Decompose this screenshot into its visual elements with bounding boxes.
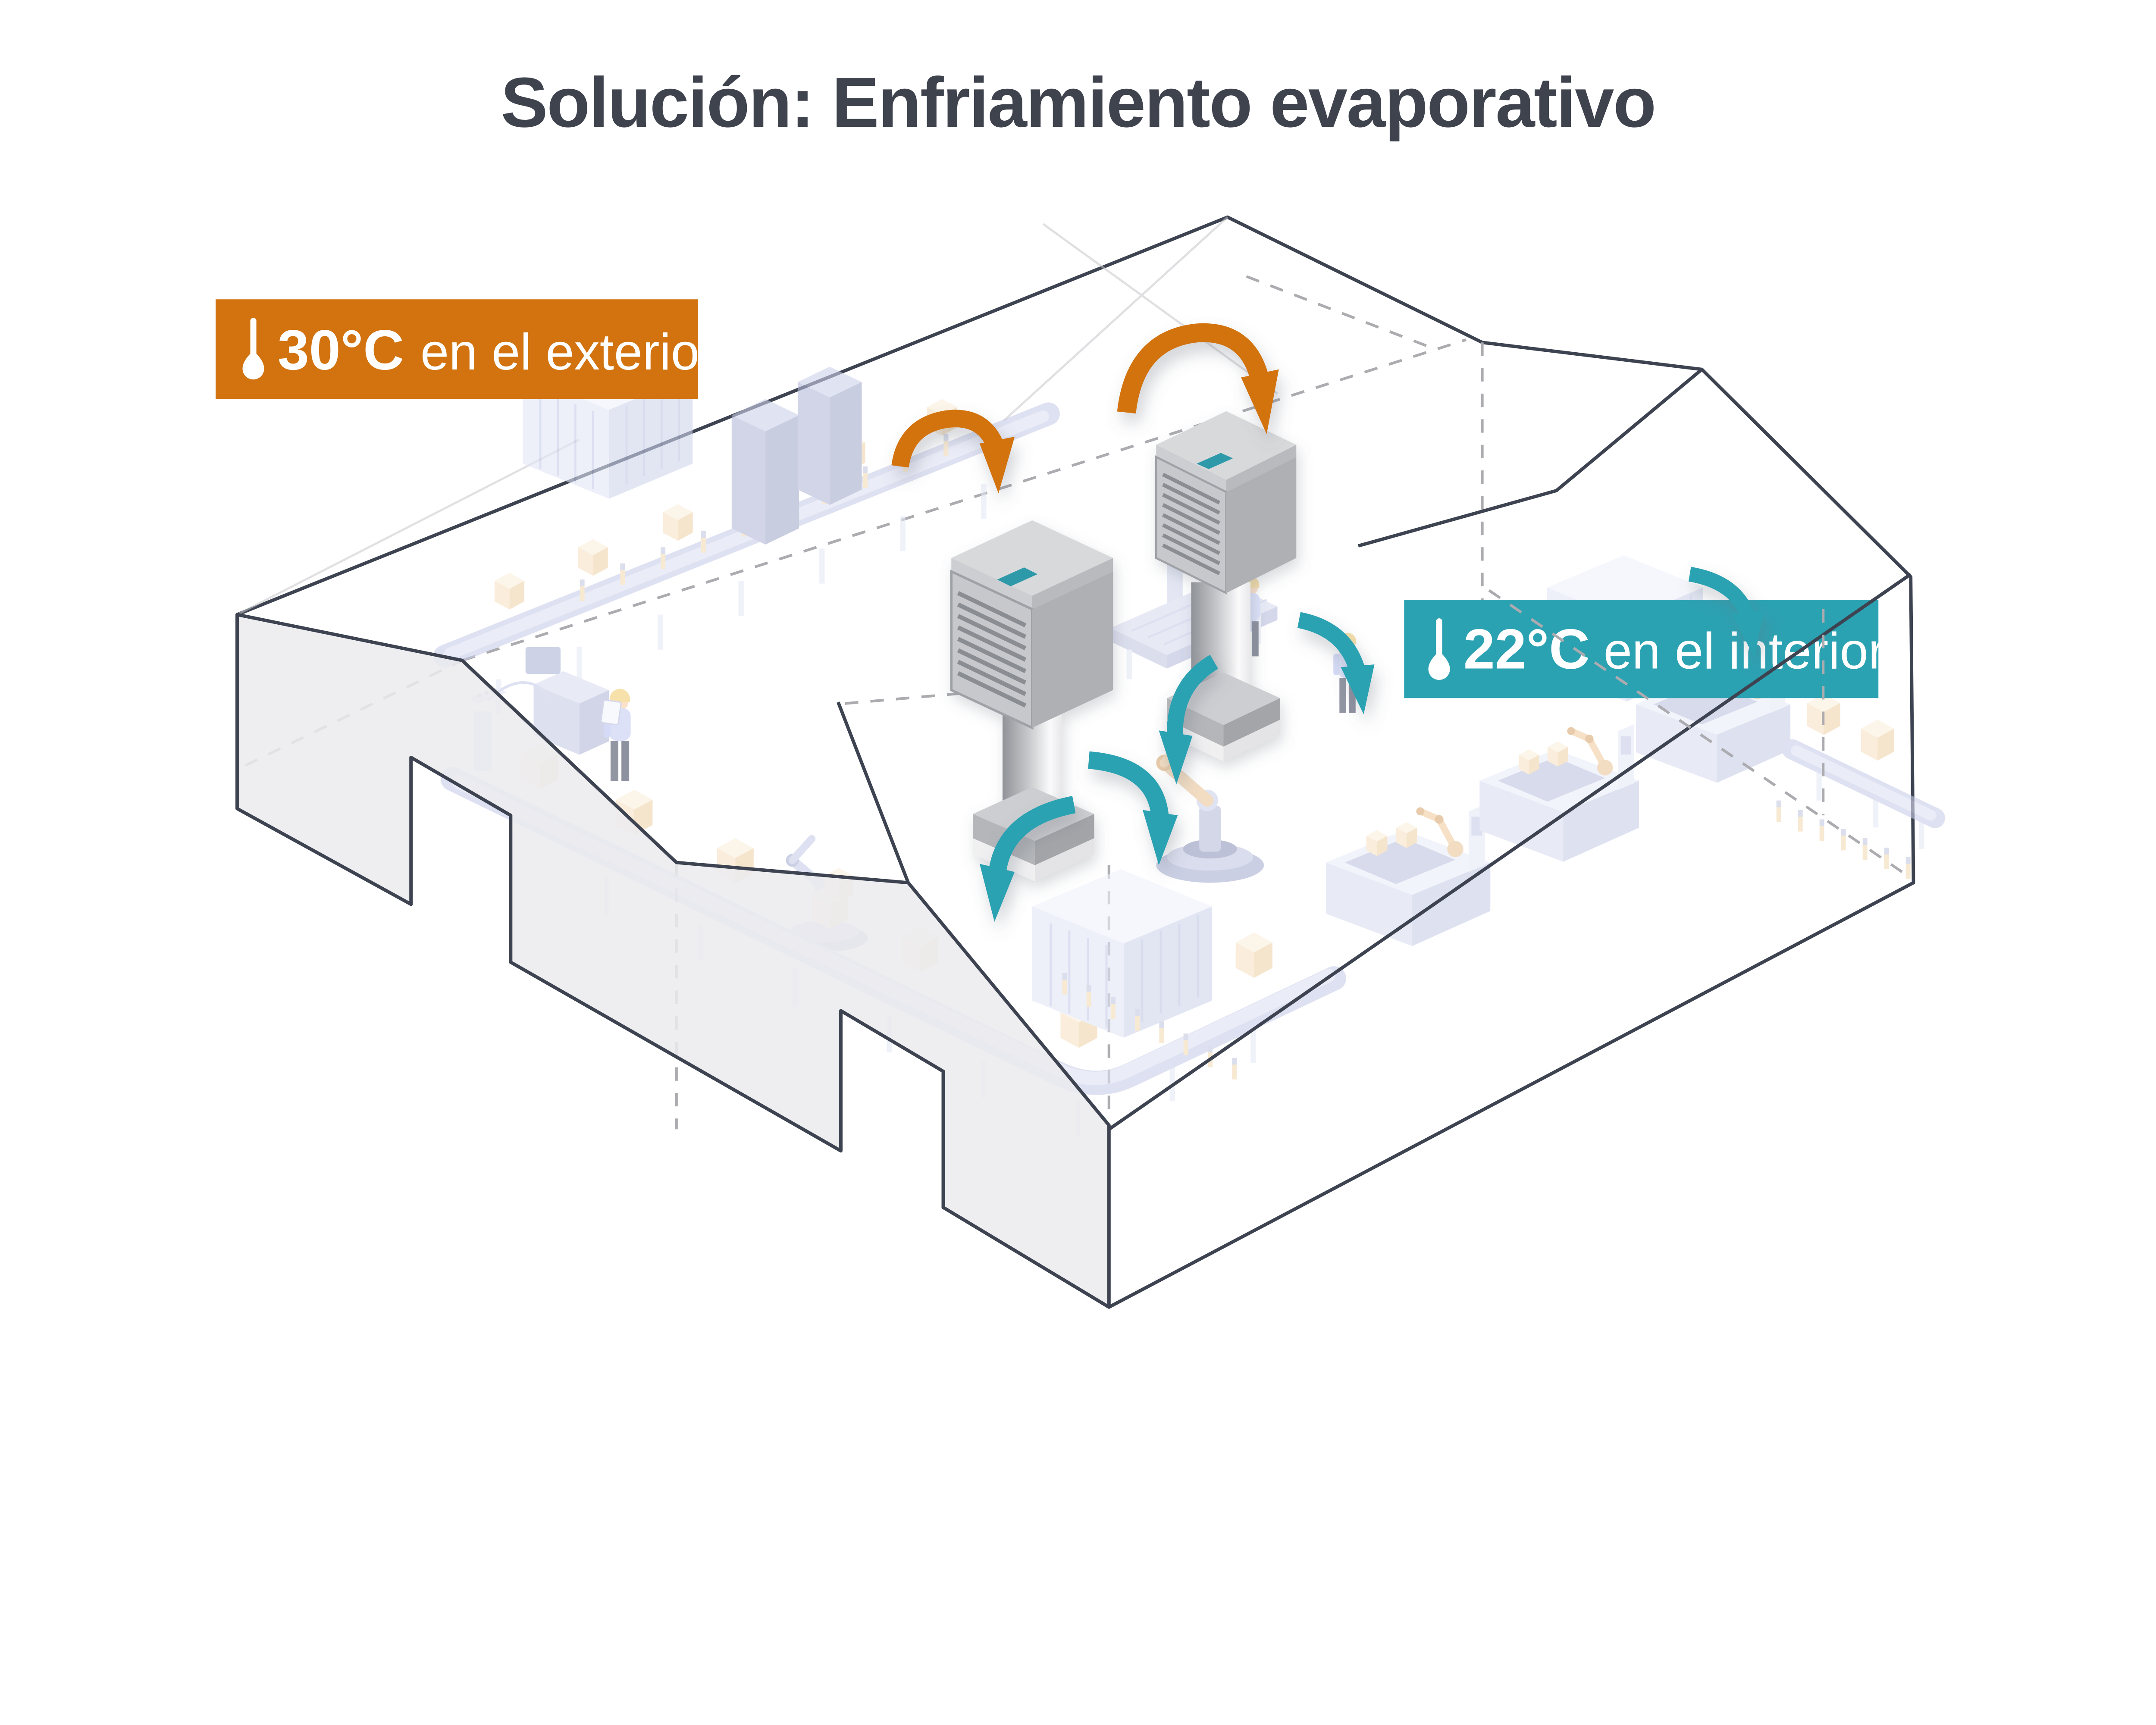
evaporative-cooler-left [950,520,1113,882]
factory-illustration: 30°C en el exterior 22°C en el interior [216,215,1945,1309]
airflow-arrows [891,323,1764,922]
thermometer-down-icon [1428,618,1450,680]
interior-temp-badge: 22°C en el interior [1404,600,1885,698]
front-edges [1108,368,1912,1131]
warm-air-arrow-left [891,410,1015,494]
infographic-canvas: Solución: Enfriamiento evaporativo [216,63,1945,1309]
cool-air-arrow-3 [1159,654,1219,785]
cool-air-arrow-2 [1088,751,1178,865]
clipboard [600,699,622,726]
exterior-temp-label: en el exterior [420,323,716,381]
cutaway-walls [235,613,1111,1309]
cooler-teal-vent [1197,453,1233,469]
conveyor-belt-right [1782,694,1945,849]
cooler-teal-vent [997,567,1038,586]
cool-air-arrow-1 [979,796,1076,922]
warm-air-arrow-right [1117,323,1279,434]
thermometer-down-icon [242,318,264,380]
interior-temp-value: 22°C [1463,617,1590,681]
roof-crease-lines [236,216,1278,616]
exterior-temp-badge: 30°C en el exterior [216,299,716,399]
exterior-temp-value: 30°C [278,318,404,382]
cool-air-arrow-5 [1688,567,1764,658]
cool-air-arrow-4 [1297,612,1375,714]
machine-racks [731,366,862,545]
page-title: Solución: Enfriamiento evaporativo [501,63,1656,142]
